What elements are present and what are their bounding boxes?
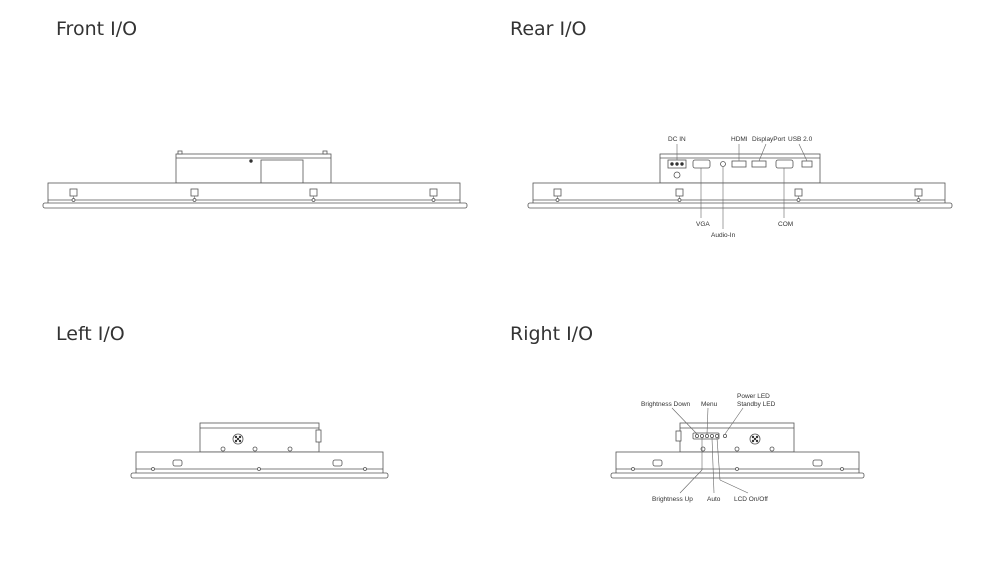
ground-screw-icon bbox=[673, 171, 681, 179]
hdmi-label: HDMI bbox=[731, 136, 748, 143]
rear-glass bbox=[527, 202, 953, 209]
displayport-port bbox=[751, 160, 767, 168]
front-io-box bbox=[175, 153, 332, 184]
front-io-indicator bbox=[249, 159, 253, 163]
lcd-onoff-label: LCD On/Off bbox=[734, 496, 768, 503]
usb-port bbox=[801, 160, 813, 168]
screw-icon bbox=[631, 467, 844, 471]
screw-icon bbox=[69, 188, 438, 202]
brightness-up-label: Brightness Up bbox=[652, 496, 693, 503]
menu-label: Menu bbox=[701, 401, 718, 408]
front-io-door bbox=[260, 159, 304, 184]
right-io-title: Right I/O bbox=[510, 323, 594, 345]
speaker-grille-icon bbox=[749, 433, 761, 445]
brightness-up-button[interactable] bbox=[700, 433, 705, 438]
rear-io-box bbox=[659, 153, 821, 184]
power-led-indicator bbox=[723, 433, 728, 438]
left-glass bbox=[130, 472, 389, 479]
right-io-drawing: Brightness Down Menu Power LED Standby L… bbox=[610, 393, 865, 503]
left-slot bbox=[172, 459, 183, 467]
speaker-grille-icon bbox=[232, 433, 244, 445]
menu-button[interactable] bbox=[705, 433, 710, 438]
left-io-title: Left I/O bbox=[56, 323, 125, 345]
hdmi-port bbox=[731, 160, 747, 168]
audio-in-label: Audio-In bbox=[711, 232, 736, 239]
com-label: COM bbox=[778, 221, 793, 228]
left-io-box bbox=[199, 422, 320, 453]
left-io-drawing bbox=[130, 422, 389, 479]
left-slot bbox=[332, 459, 343, 467]
com-port bbox=[775, 159, 794, 169]
rear-io-drawing: DC IN HDMI DisplayPort USB 2.0 VGA Audio… bbox=[527, 136, 953, 239]
front-glass bbox=[42, 202, 468, 209]
dc-in-label: DC IN bbox=[668, 136, 686, 143]
vga-port bbox=[692, 159, 711, 169]
auto-label: Auto bbox=[707, 496, 721, 503]
displayport-label: DisplayPort bbox=[752, 136, 785, 143]
standby-led-label: Standby LED bbox=[737, 401, 776, 408]
rear-bezel bbox=[532, 182, 946, 205]
front-io-title: Front I/O bbox=[56, 18, 138, 40]
right-glass bbox=[610, 472, 865, 479]
power-led-label: Power LED bbox=[737, 393, 770, 400]
vga-label: VGA bbox=[696, 221, 710, 228]
right-slot bbox=[812, 459, 823, 467]
right-slot bbox=[652, 459, 663, 467]
front-io-drawing bbox=[42, 150, 468, 209]
rear-io-title: Rear I/O bbox=[510, 18, 587, 40]
usb-label: USB 2.0 bbox=[788, 136, 813, 143]
screw-icon bbox=[553, 188, 923, 202]
audio-in-port bbox=[720, 161, 726, 167]
screw-icon bbox=[151, 467, 367, 471]
brightness-down-button[interactable] bbox=[695, 433, 700, 438]
auto-button[interactable] bbox=[710, 433, 715, 438]
brightness-down-label: Brightness Down bbox=[641, 401, 691, 408]
lcd-onoff-button[interactable] bbox=[715, 433, 720, 438]
front-bezel bbox=[47, 182, 461, 205]
